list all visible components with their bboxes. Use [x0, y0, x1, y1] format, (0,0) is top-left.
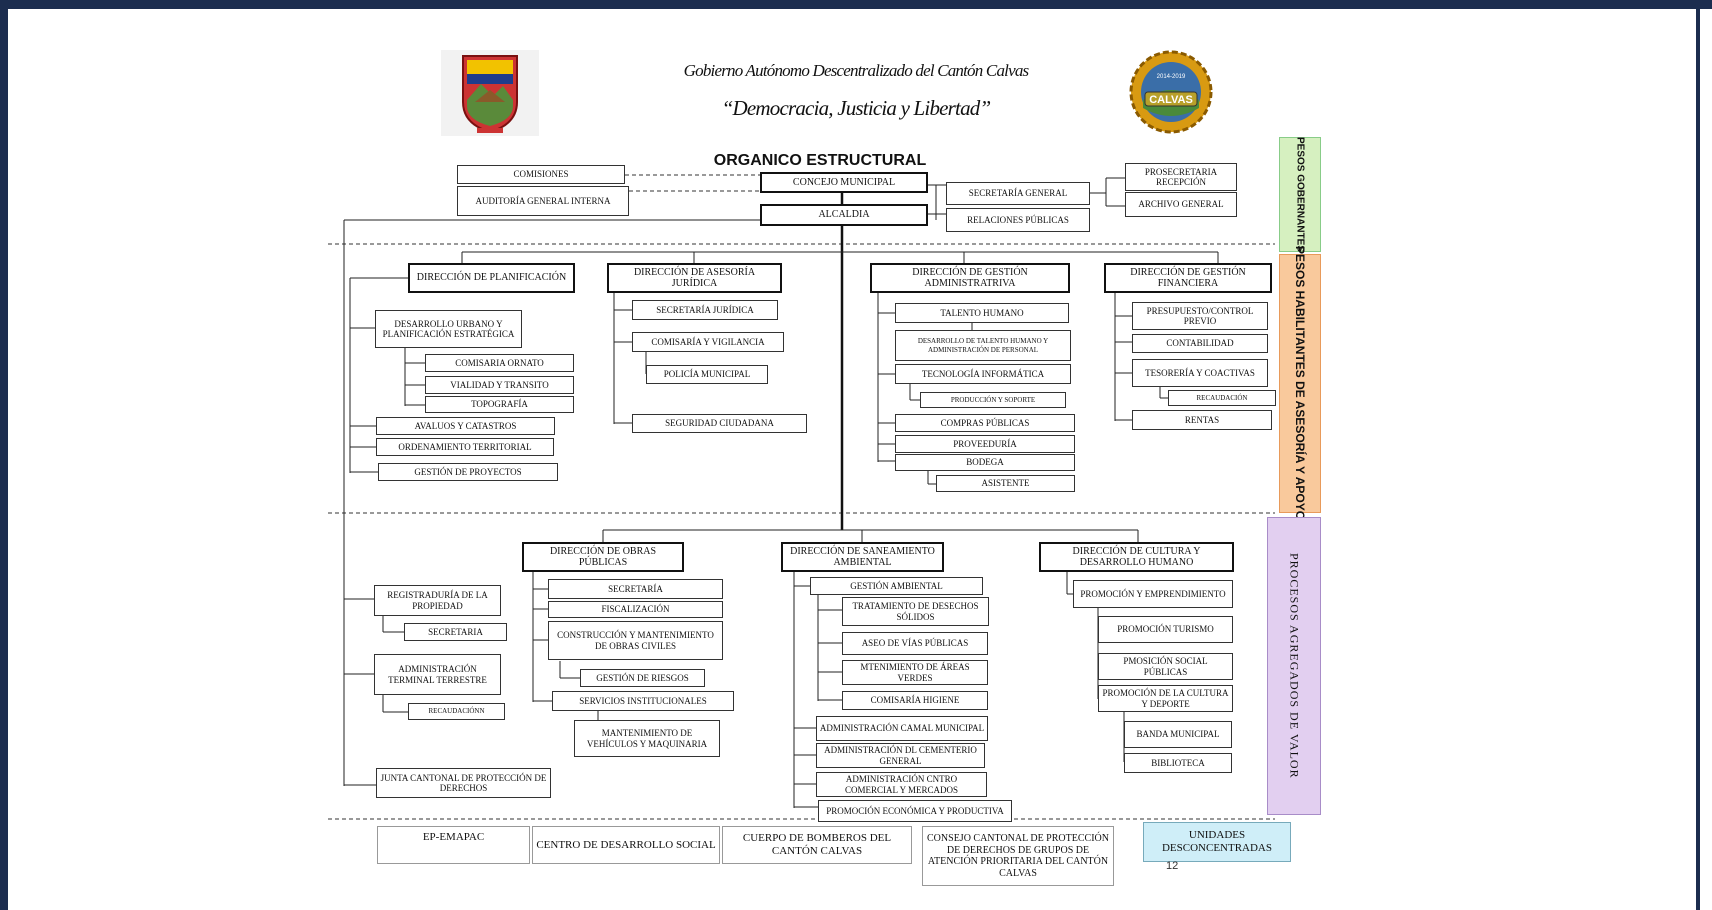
desarrollo-talento-humano-box: DESARROLLO DE TALENTO HUMANO Y ADMINISTR…	[895, 330, 1071, 361]
direccion-gestion-administrativa-box: DIRECCIÓN DE GESTIÓN ADMINISTRATRIVA	[870, 263, 1070, 293]
page-number: 12	[1166, 860, 1179, 872]
direccion-planificacion-box: DIRECCIÓN DE PLANIFICACIÓN	[408, 263, 575, 293]
tesoreria-coactivas-box: TESORERÍA Y COACTIVAS	[1132, 359, 1268, 387]
gestion-ambiental-box: GESTIÓN AMBIENTAL	[810, 577, 983, 595]
mantenimiento-vehiculos-box: MANTENIMIENTO DE VEHÍCULOS Y MAQUINARIA	[574, 720, 720, 757]
archivo-general-box: ARCHIVO GENERAL	[1125, 192, 1237, 217]
band-habilitantes: PESOS HABILITANTES DE ASESORÍA Y APOYO	[1279, 246, 1321, 521]
centro-desarrollo-social-box: CENTRO DE DESARROLLO SOCIAL	[532, 826, 720, 864]
band-agregados-valor: PROCESOS AGREGADOS DE VALOR	[1267, 517, 1321, 815]
tecnologia-informatica-box: TECNOLOGÍA INFORMÁTICA	[895, 364, 1071, 384]
concejo-municipal-box: CONCEJO MUNICIPAL	[760, 172, 928, 193]
seal-text: CALVAS	[1149, 94, 1193, 106]
band-habilitantes-label: PESOS HABILITANTES DE ASESORÍA Y APOYO	[1293, 246, 1307, 521]
calvas-seal-logo: CALVAS 2014-2019	[1107, 48, 1235, 136]
slide-frame	[0, 9, 1700, 910]
comisaria-vigilancia-box: COMISARÍA Y VIGILANCIA	[632, 332, 784, 352]
direccion-saneamiento-ambiental-box: DIRECCIÓN DE SANEAMIENTO AMBIENTAL	[781, 542, 944, 572]
motto: “Democracia, Justicia y Libertad”	[721, 96, 992, 120]
desarrollo-urbano-box: DESARROLLO URBANO Y PLANIFICACIÓN ESTRAT…	[375, 310, 522, 348]
comisiones-box: COMISIONES	[457, 165, 625, 184]
direccion-asesoria-juridica-box: DIRECCIÓN DE ASESORÍA JURÍDICA	[607, 263, 782, 293]
promocion-emprendimiento-box: PROMOCIÓN Y EMPRENDIMIENTO	[1073, 580, 1233, 608]
biblioteca-box: BIBLIOTECA	[1124, 753, 1232, 773]
consejo-cantonal-box: CONSEJO CANTONAL DE PROTECCIÓN DE DERECH…	[922, 826, 1114, 886]
gestion-proyectos-box: GESTIÓN DE PROYECTOS	[378, 463, 558, 481]
promocion-cultura-deporte-box: PROMOCIÓN DE LA CULTURA Y DEPORTE	[1098, 685, 1233, 712]
promocion-turismo-box: PROMOCIÓN TURISMO	[1098, 616, 1233, 643]
administracion-terminal-box: ADMINISTRACIÓN TERMINAL TERRESTRE	[374, 654, 501, 695]
direccion-obras-publicas-box: DIRECCIÓN DE OBRAS PÚBLICAS	[522, 542, 684, 572]
servicios-institucionales-box: SERVICIOS INSTITUCIONALES	[552, 691, 734, 711]
promocion-economica-box: PROMOCIÓN ECONÓMICA Y PRODUCTIVA	[818, 800, 1012, 822]
cuerpo-bomberos-box: CUERPO DE BOMBEROS DEL CANTÓN CALVAS	[722, 826, 912, 864]
recaudacion-box: RECAUDACIÓN	[1168, 390, 1276, 406]
asistente-box: ASISTENTE	[936, 475, 1075, 492]
presupuesto-control-box: PRESUPUESTO/CONTROL PREVIO	[1132, 302, 1268, 330]
construccion-mantenimiento-box: CONSTRUCCIÓN Y MANTENIMIENTO DE OBRAS CI…	[548, 621, 723, 660]
ordenamiento-territorial-box: ORDENAMIENTO TERRITORIAL	[376, 438, 554, 456]
band-valor-label: PROCESOS AGREGADOS DE VALOR	[1287, 553, 1302, 779]
proveeduria-box: PROVEEDURÍA	[895, 435, 1075, 453]
unidades-desconcentradas-box: UNIDADES DESCONCENTRADAS	[1143, 822, 1291, 862]
seguridad-ciudadana-box: SEGURIDAD CIUDADANA	[632, 414, 807, 433]
registraduria-propiedad-box: REGISTRADURÍA DE LA PROPIEDAD	[374, 585, 501, 616]
mantenimiento-areas-verdes-box: MTENIMIENTO DE ÁREAS VERDES	[842, 660, 988, 685]
produccion-soporte-box: PRODUCCIÓN Y SOPORTE	[920, 392, 1066, 408]
fiscalizacion-box: FISCALIZACIÓN	[548, 601, 723, 618]
topografia-box: TOPOGRAFÍA	[425, 396, 574, 413]
vialidad-transito-box: VIALIDAD Y TRANSITO	[425, 376, 574, 394]
policia-municipal-box: POLICÍA MUNICIPAL	[646, 365, 768, 384]
compras-publicas-box: COMPRAS PÚBLICAS	[895, 414, 1075, 432]
administracion-centro-comercial-box: ADMINISTRACIÓN CNTRO COMERCIAL Y MERCADO…	[816, 772, 987, 797]
secretaria-obras-box: SECRETARÍA	[548, 579, 723, 599]
secretaria-general-box: SECRETARÍA GENERAL	[946, 182, 1090, 205]
tratamiento-desechos-box: TRATAMIENTO DE DESECHOS SÓLIDOS	[842, 597, 989, 626]
direccion-cultura-box: DIRECCIÓN DE CULTURA Y DESARROLLO HUMANO	[1039, 542, 1234, 572]
band-gobernantes-label: PESOS GOBERNANTES	[1294, 136, 1306, 253]
window-top-bar	[0, 0, 1712, 9]
administracion-camal-box: ADMINISTRACIÓN CAMAL MUNICIPAL	[816, 716, 988, 741]
contabilidad-box: CONTABILIDAD	[1132, 334, 1268, 353]
chart-title: ORGANICO ESTRUCTURAL	[713, 152, 927, 169]
junta-cantonal-box: JUNTA CANTONAL DE PROTECCIÓN DE DERECHOS	[376, 768, 551, 798]
bodega-box: BODEGA	[895, 454, 1075, 471]
secretaria-registraduria-box: SECRETARIA	[404, 623, 507, 641]
comisaria-higiene-box: COMISARÍA HIGIENE	[842, 691, 988, 710]
comisaria-ornato-box: COMISARIA ORNATO	[425, 354, 574, 372]
banda-municipal-box: BANDA MUNICIPAL	[1124, 721, 1232, 748]
seal-years: 2014-2019	[1157, 74, 1186, 80]
aseo-vias-box: ASEO DE VÍAS PÚBLICAS	[842, 632, 988, 655]
auditoria-box: AUDITORÍA GENERAL INTERNA	[457, 186, 629, 216]
rentas-box: RENTAS	[1132, 410, 1272, 430]
alcaldia-box: ALCALDIA	[760, 204, 928, 226]
administracion-cementerio-box: ADMINISTRACIÓN DL CEMENTERIO GENERAL	[816, 743, 985, 768]
recaudacion-terminal-box: RECAUDACIÓNN	[408, 703, 505, 720]
gestion-riesgos-box: GESTIÓN DE RIESGOS	[580, 669, 705, 687]
prosecretaria-box: PROSECRETARIA RECEPCIÓN	[1125, 163, 1237, 191]
government-name: Gobierno Autónomo Descentralizado del Ca…	[683, 61, 1029, 80]
talento-humano-box: TALENTO HUMANO	[895, 303, 1069, 323]
promocion-social-box: PMOSICIÓN SOCIAL PÚBLICAS	[1098, 653, 1233, 680]
avaluos-catastros-box: AVALUOS Y CATASTROS	[376, 417, 555, 435]
relaciones-publicas-box: RELACIONES PÚBLICAS	[946, 208, 1090, 232]
secretaria-juridica-box: SECRETARÍA JURÍDICA	[632, 300, 778, 320]
ep-emapac-box: EP-EMAPAC	[377, 826, 530, 864]
direccion-gestion-financiera-box: DIRECCIÓN DE GESTIÓN FINANCIERA	[1104, 263, 1272, 293]
band-pesos-gobernantes: PESOS GOBERNANTES	[1279, 137, 1321, 252]
municipal-coat-of-arms-logo	[441, 50, 539, 136]
